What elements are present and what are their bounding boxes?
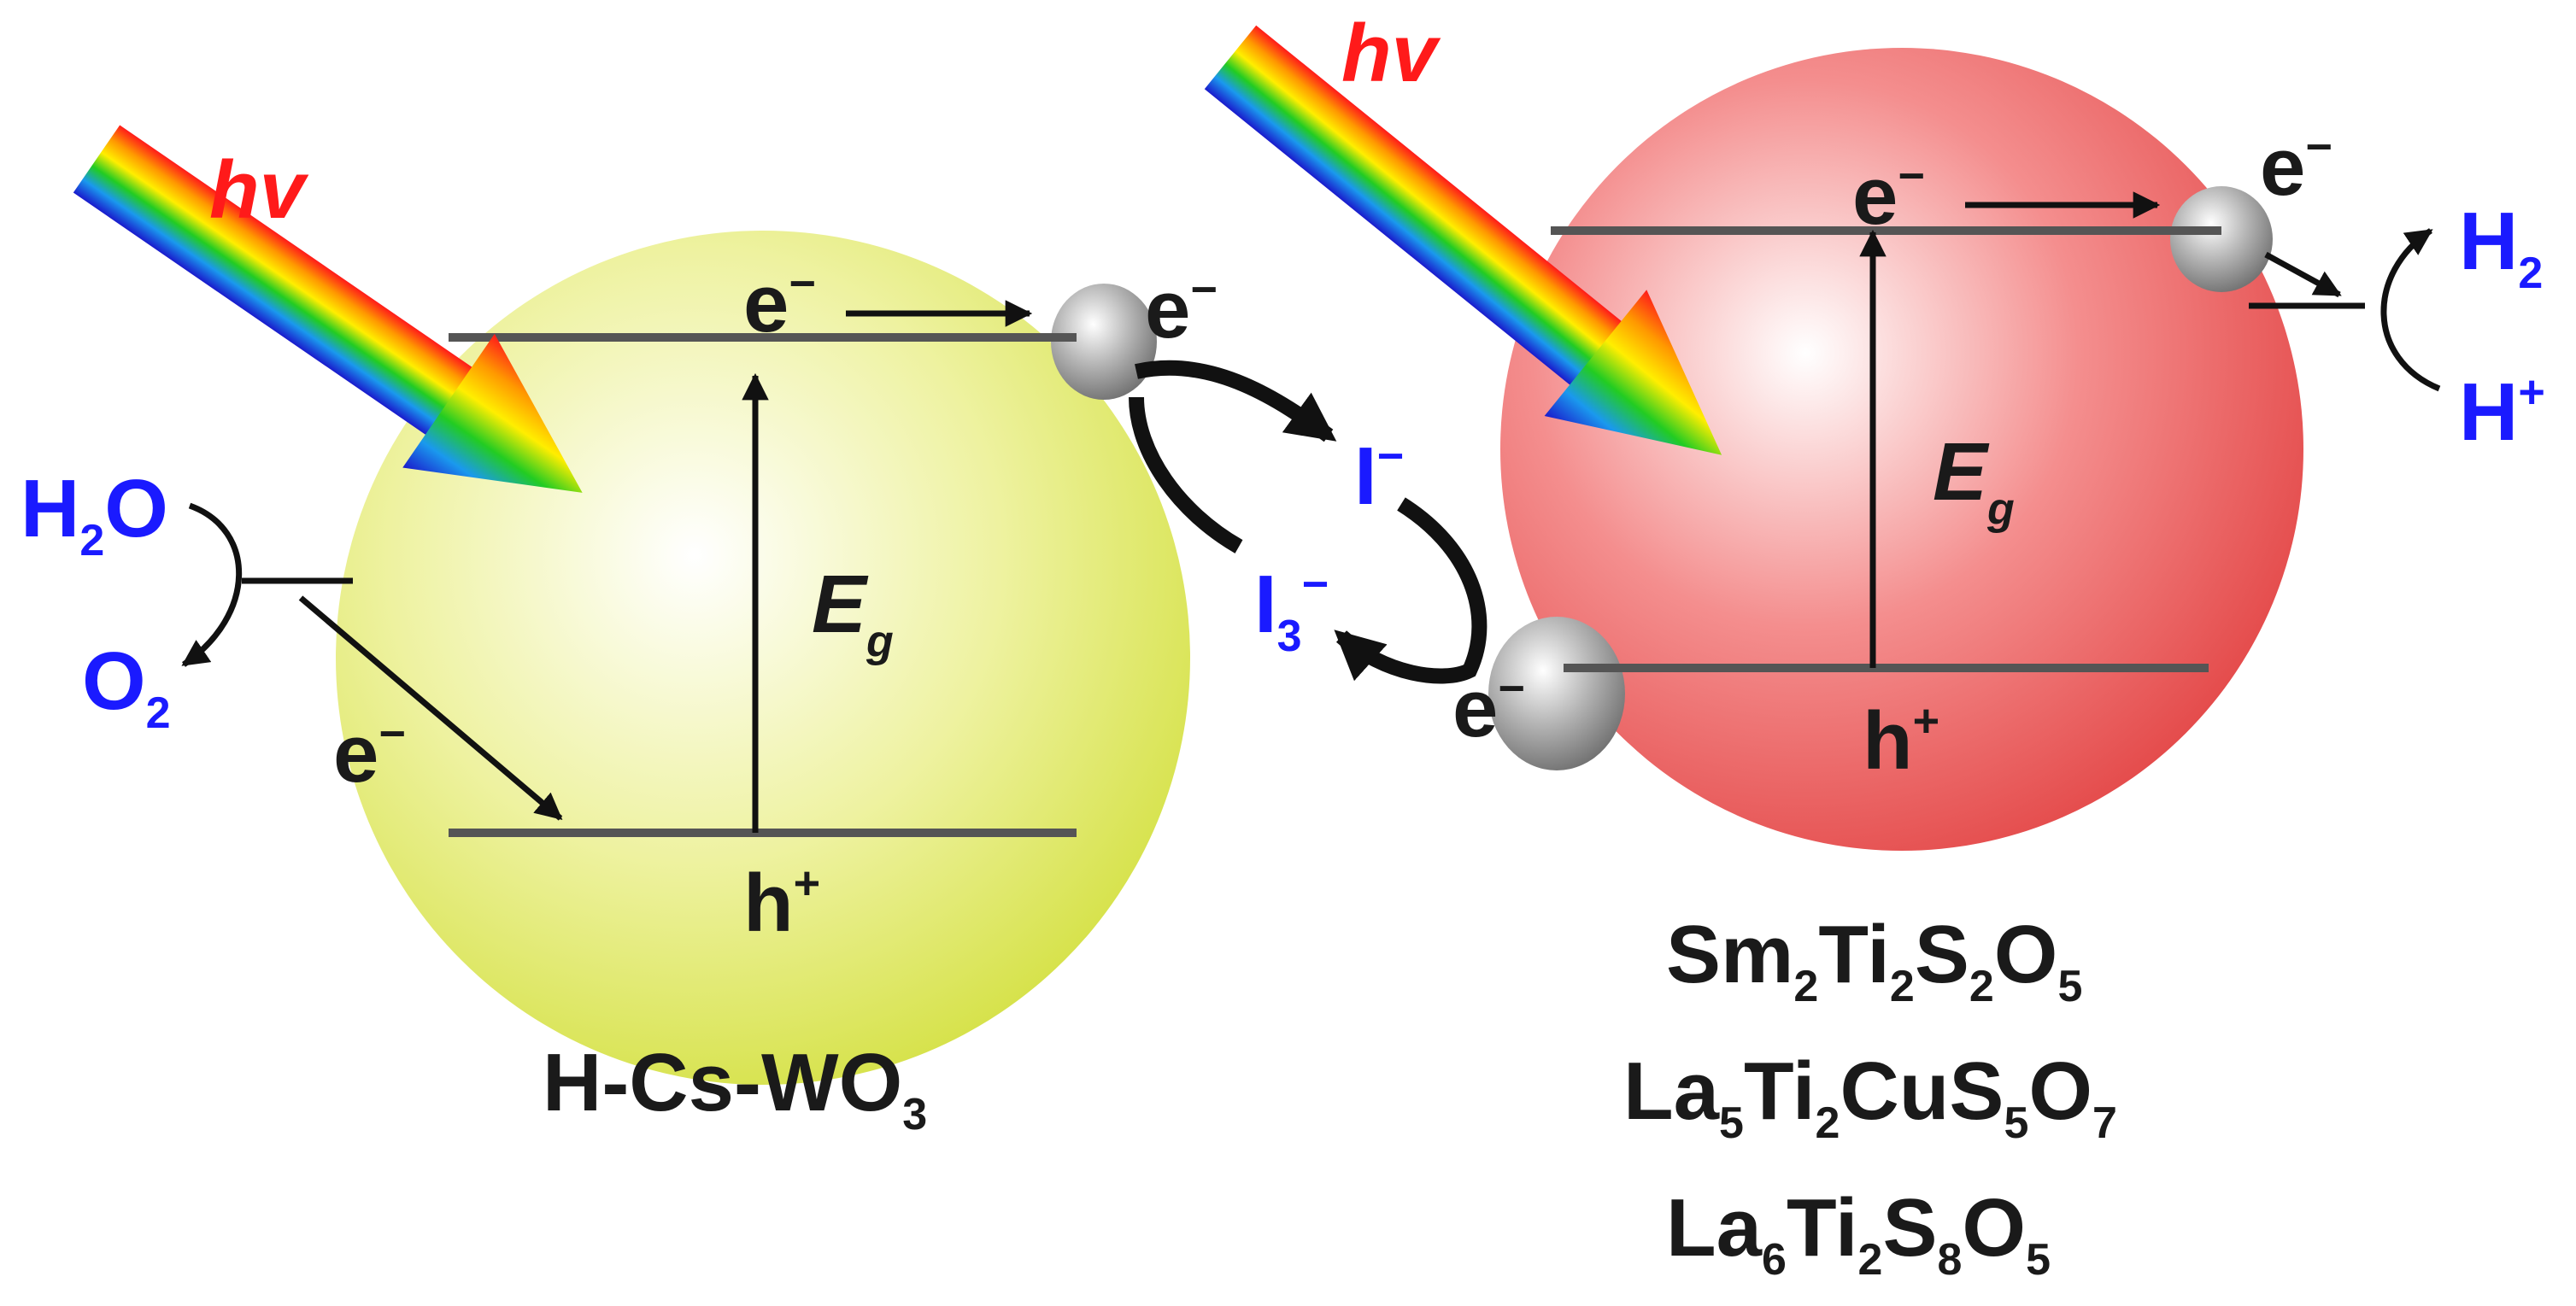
right-cocatalyst-top (2170, 186, 2273, 292)
right-light-label: hv (1341, 8, 1441, 99)
water-oxidation-arrow (181, 502, 243, 667)
right-cocatalyst-bottom-electron-label: e− (1452, 663, 1525, 754)
left-vb-hole-label: h+ (743, 858, 820, 949)
right-particle-sphere (1500, 48, 2303, 851)
right-vb-hole-label: h+ (1863, 695, 1939, 787)
left-cb-electron-label: e− (743, 258, 816, 349)
left-light-arrow (73, 125, 583, 493)
right-light-arrow (1204, 25, 1722, 455)
right-electron-to-site-arrow (2264, 251, 2342, 298)
right-material-3: La6Ti2S8O5 (1666, 1182, 2051, 1285)
water-label: H2O (21, 463, 168, 565)
oxygen-label: O2 (82, 635, 171, 738)
hydrogen-label: H2 (2459, 196, 2543, 298)
left-band-gap-label: Eg (812, 559, 894, 666)
right-cb-electron-label: e− (1852, 150, 1925, 242)
redox-oxidation-arrow (1334, 497, 1488, 684)
right-cocatalyst-bottom (1488, 617, 1625, 770)
iodide-label: I− (1354, 430, 1404, 522)
left-transfer-electron-label: e− (333, 708, 406, 799)
triiodide-label: I3− (1254, 559, 1329, 661)
left-electron-to-vb-arrow (298, 595, 563, 821)
proton-label: H+ (2459, 366, 2545, 458)
left-cocatalyst (1051, 284, 1157, 400)
left-material-label: H-Cs-WO3 (543, 1037, 927, 1139)
redox-reduction-arrow (1135, 360, 1337, 442)
right-material-2: La5Ti2CuS5O7 (1623, 1045, 2117, 1148)
right-cocatalyst-top-electron-label: e− (2260, 121, 2332, 213)
left-cocatalyst-electron-label: e− (1145, 264, 1218, 355)
proton-reduction-arrow (2380, 228, 2441, 392)
right-band-gap-label: Eg (1933, 426, 2015, 534)
redox-left-loop (1129, 396, 1243, 553)
left-light-label: hv (209, 144, 309, 236)
right-material-1: Sm2Ti2S2O5 (1666, 909, 2082, 1011)
